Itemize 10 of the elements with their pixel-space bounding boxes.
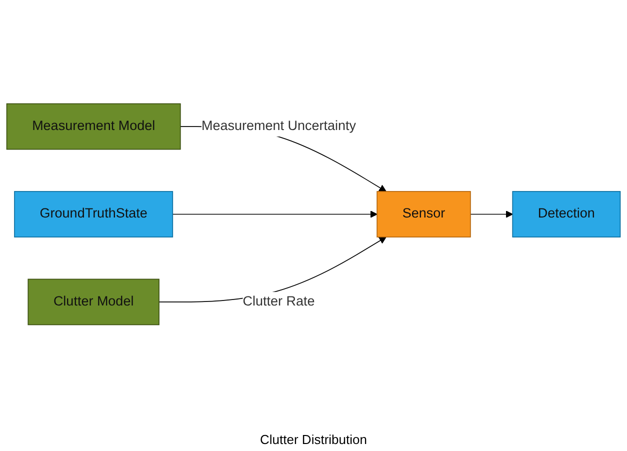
node-box: Clutter Model bbox=[28, 278, 160, 325]
node-box: Measurement Model bbox=[6, 103, 181, 150]
edge-label: Clutter Rate bbox=[242, 294, 315, 308]
note-text: Clutter Distribution bbox=[260, 432, 367, 447]
edge-label: Measurement Uncertainty bbox=[201, 118, 356, 134]
node-box: GroundTruthState bbox=[14, 190, 174, 238]
node-box: Sensor bbox=[376, 190, 471, 238]
arrow bbox=[172, 210, 378, 218]
arrow bbox=[470, 210, 513, 218]
node-box: Detection bbox=[512, 190, 621, 238]
